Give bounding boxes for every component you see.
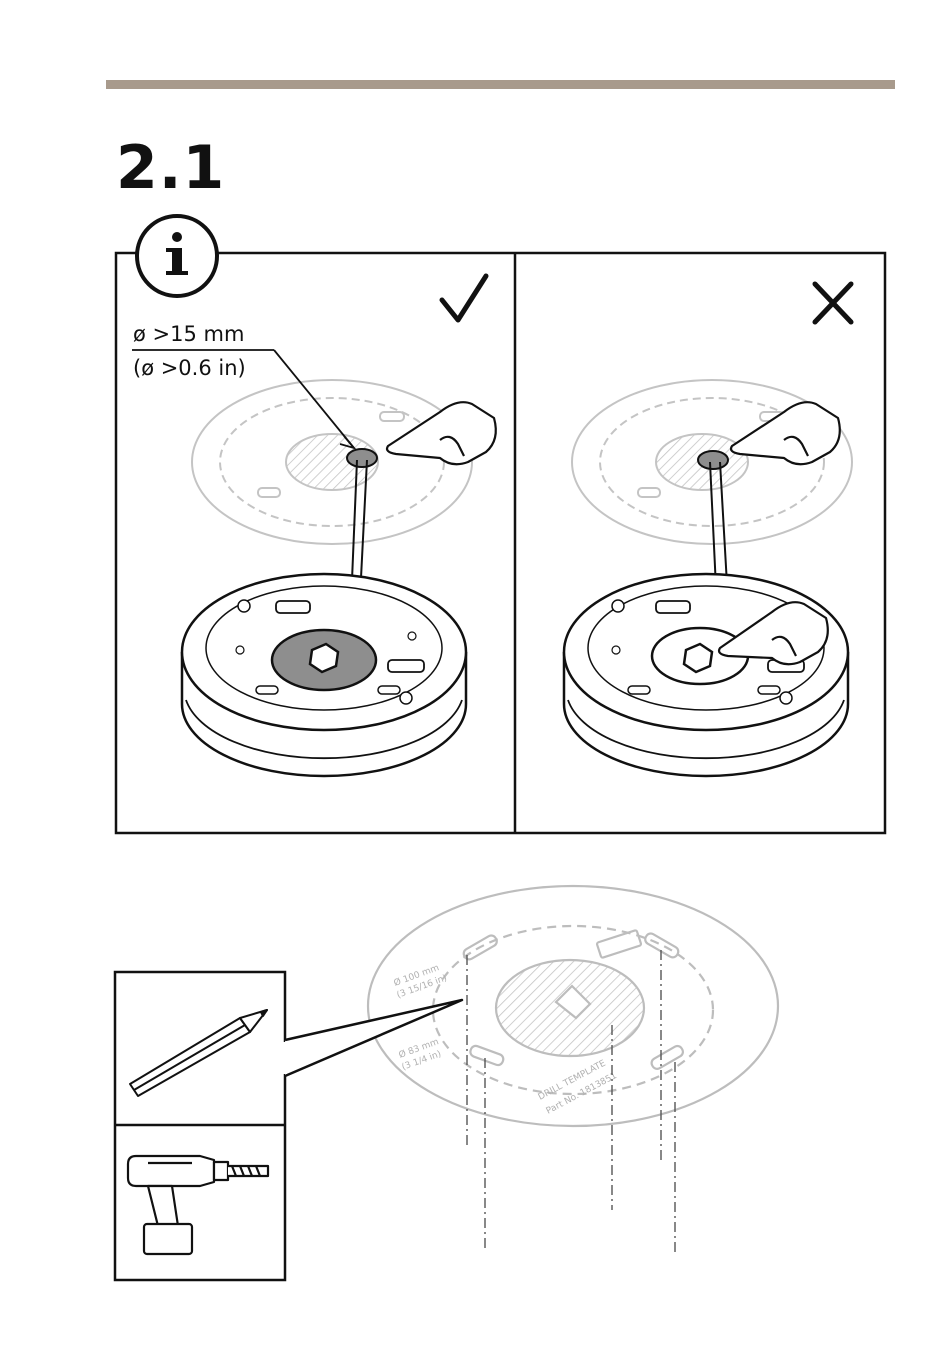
- cable-hole-good: [347, 449, 377, 467]
- hole-diameter-in: (ø >0.6 in): [133, 356, 246, 380]
- cable-hole-bad: [698, 451, 728, 469]
- mount-base-left: [182, 574, 466, 776]
- hole-diameter-mm: ø >15 mm: [133, 322, 244, 346]
- hand-icon-right-top: [731, 402, 840, 464]
- drill-template: [368, 886, 778, 1126]
- template-ghost-left: [192, 380, 472, 544]
- info-icon: [137, 216, 217, 296]
- checkmark-icon: [442, 276, 486, 320]
- hand-icon-left: [387, 402, 496, 464]
- cross-icon: [815, 284, 851, 322]
